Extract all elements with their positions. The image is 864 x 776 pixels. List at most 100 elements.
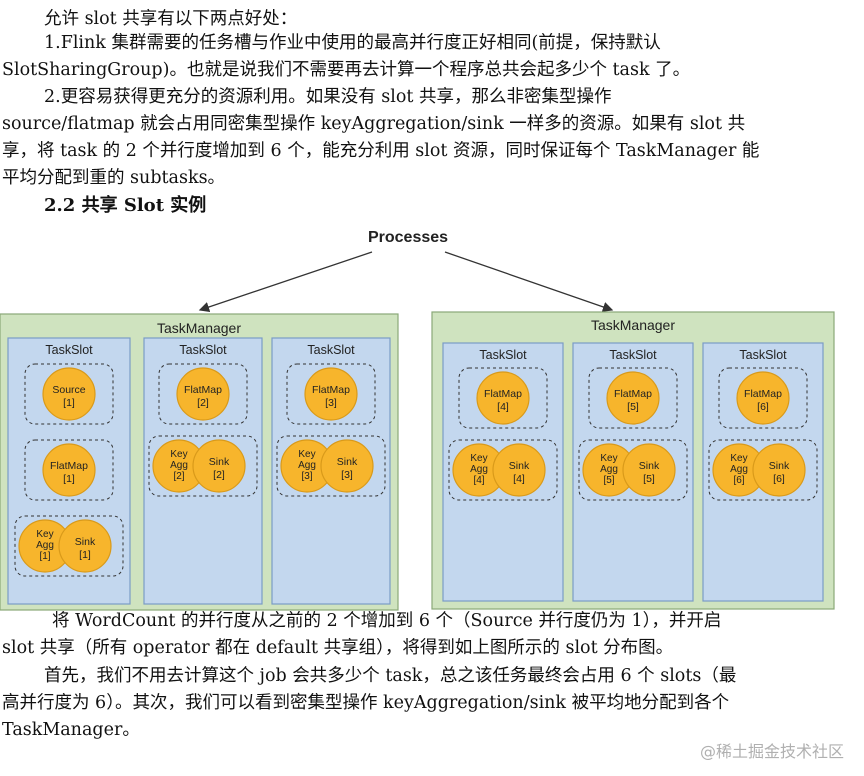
task-sink: Sink[3] <box>320 439 374 493</box>
task-circle <box>606 371 660 425</box>
task-index: [1] <box>39 551 50 562</box>
task-name: Sink <box>75 536 96 548</box>
taskslot-label: TaskSlot <box>609 348 657 362</box>
processes-label: Processes <box>368 229 448 246</box>
task-sink: Sink[4] <box>492 443 546 497</box>
task-name-part: Key <box>298 449 315 460</box>
taskmanager-1: TaskManagerTaskSlotSource[1]FlatMap[1]Ke… <box>0 313 399 611</box>
task-flatmap: FlatMap[2] <box>176 367 230 421</box>
task-name: Sink <box>509 460 530 472</box>
task-source: Source[1] <box>42 367 96 421</box>
slot-sharing-group: FlatMap[1] <box>24 439 114 501</box>
task-index: [3] <box>301 471 312 482</box>
task-name-part: Agg <box>36 540 54 551</box>
task-sink: Sink[6] <box>752 443 806 497</box>
task-name: FlatMap <box>184 384 222 396</box>
task-name: Sink <box>209 456 230 468</box>
group-dashed-border <box>286 363 376 425</box>
task-name-part: Agg <box>600 464 618 475</box>
task-circle <box>736 371 790 425</box>
task-sink: Sink[2] <box>192 439 246 493</box>
taskmanager-label: TaskManager <box>157 320 241 336</box>
task-name-part: Agg <box>298 460 316 471</box>
slot-sharing-group: FlatMap[6] <box>718 367 808 429</box>
task-circle <box>752 443 806 497</box>
task-name: Sink <box>337 456 358 468</box>
task-index: [4] <box>473 475 484 486</box>
task-index: [5] <box>643 473 655 485</box>
taskmanager-label: TaskManager <box>591 317 675 333</box>
task-circle <box>492 443 546 497</box>
taskslot-label: TaskSlot <box>739 348 787 362</box>
task-index: [2] <box>213 469 225 481</box>
paragraph-benefit-1-line2: SlotSharingGroup)。也就是说我们不需要再去计算一个程序总共会起多… <box>2 60 691 80</box>
group-dashed-border <box>24 363 114 425</box>
paragraph-benefit-2-line4: 平均分配到重的 subtasks。 <box>2 168 226 188</box>
task-index: [2] <box>173 471 184 482</box>
task-name-part: Key <box>600 453 617 464</box>
taskslot-label: TaskSlot <box>179 343 227 357</box>
paragraph-wordcount-line2: slot 共享（所有 operator 都在 default 共享组），将得到如… <box>2 638 674 658</box>
task-flatmap: FlatMap[5] <box>606 371 660 425</box>
task-name: FlatMap <box>744 388 782 400</box>
paragraph-benefit-2-line2: source/flatmap 就会占用同密集型操作 keyAggregation… <box>2 114 746 134</box>
task-name: FlatMap <box>614 388 652 400</box>
group-dashed-border <box>158 363 248 425</box>
arrow-to-taskmanager-2 <box>444 251 614 312</box>
group-dashed-border <box>448 439 558 501</box>
taskmanager-2: TaskManagerTaskSlotFlatMap[4]KeyAgg[4]Si… <box>431 311 835 610</box>
watermark-text: @稀土掘金技术社区 <box>699 742 844 761</box>
task-flatmap: FlatMap[1] <box>42 443 96 497</box>
slot-sharing-group: FlatMap[3] <box>286 363 376 425</box>
task-name: Source <box>52 384 85 396</box>
slot-sharing-group: Source[1] <box>24 363 114 425</box>
task-circle <box>42 367 96 421</box>
task-name-part: Key <box>470 453 487 464</box>
group-dashed-border <box>708 439 818 501</box>
paragraph-intro: 允许 slot 共享有以下两点好处： <box>44 9 298 29</box>
taskslot-label: TaskSlot <box>479 348 527 362</box>
task-index: [1] <box>79 549 91 561</box>
task-circle <box>176 367 230 421</box>
slot-sharing-diagram: Processes TaskManagerTaskSlotSource[1]Fl… <box>0 229 835 611</box>
task-circle <box>192 439 246 493</box>
task-index: [3] <box>325 397 337 409</box>
task-name-part: Agg <box>730 464 748 475</box>
task-sink: Sink[5] <box>622 443 676 497</box>
task-circle <box>304 367 358 421</box>
task-name: FlatMap <box>50 460 88 472</box>
taskslot-label: TaskSlot <box>45 343 93 357</box>
task-name: FlatMap <box>484 388 522 400</box>
paragraph-benefit-2-line1: 2.更容易获得更充分的资源利用。如果没有 slot 共享，那么非密集型操作 <box>44 87 612 107</box>
group-dashed-border <box>148 435 258 497</box>
group-dashed-border <box>588 367 678 429</box>
task-name: Sink <box>769 460 790 472</box>
section-heading: 2.2 共享 Slot 实例 <box>44 195 207 216</box>
paragraph-summary-line3: TaskManager。 <box>2 720 140 740</box>
task-index: [6] <box>757 401 769 413</box>
paragraph-wordcount-line1: 将 WordCount 的并行度从之前的 2 个增加到 6 个（Source 并… <box>52 611 722 631</box>
task-circle <box>58 519 112 573</box>
task-name-part: Key <box>170 449 187 460</box>
task-name: FlatMap <box>312 384 350 396</box>
task-flatmap: FlatMap[4] <box>476 371 530 425</box>
group-dashed-border <box>578 439 688 501</box>
task-index: [3] <box>341 469 353 481</box>
paragraph-summary-line1: 首先，我们不用去计算这个 job 会共多少个 task，总之该任务最终会占用 6… <box>44 666 737 686</box>
task-flatmap: FlatMap[6] <box>736 371 790 425</box>
task-circle <box>42 443 96 497</box>
task-name-part: Agg <box>170 460 188 471</box>
slot-sharing-group: FlatMap[4] <box>458 367 548 429</box>
